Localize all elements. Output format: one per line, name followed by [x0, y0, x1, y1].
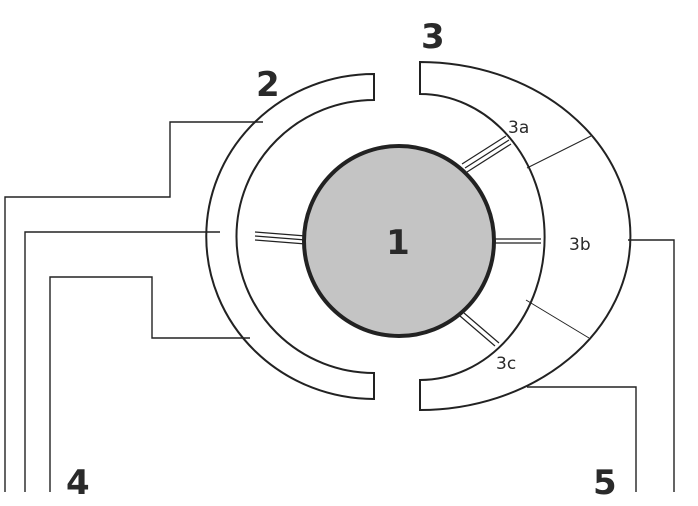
label-arc-2: 2 [256, 65, 280, 105]
label-leads-4: 4 [66, 463, 90, 503]
label-3c: 3c [496, 354, 516, 374]
lead-4-inner [49, 276, 250, 492]
arc-3-band [419, 60, 632, 412]
label-core: 1 [386, 223, 410, 263]
lead-4-middle [24, 231, 220, 492]
label-arc-3: 3 [421, 17, 445, 57]
core-circle [302, 144, 496, 338]
lead-4-outer [4, 121, 263, 492]
lead-5-outer [628, 239, 675, 492]
lead-5-inner [527, 386, 637, 492]
label-leads-5: 5 [593, 463, 617, 503]
divider-3b-3c [525, 299, 590, 339]
label-3a: 3a [508, 118, 529, 138]
divider-3a-3b [526, 135, 592, 169]
connector-3c [459, 312, 500, 347]
leads-5 [527, 239, 675, 492]
connector-3a [461, 135, 512, 173]
connector-3b [494, 238, 541, 244]
arc-2-band [205, 72, 375, 401]
leads-4 [4, 121, 263, 492]
connector-left [254, 231, 307, 245]
label-3b: 3b [569, 235, 591, 255]
